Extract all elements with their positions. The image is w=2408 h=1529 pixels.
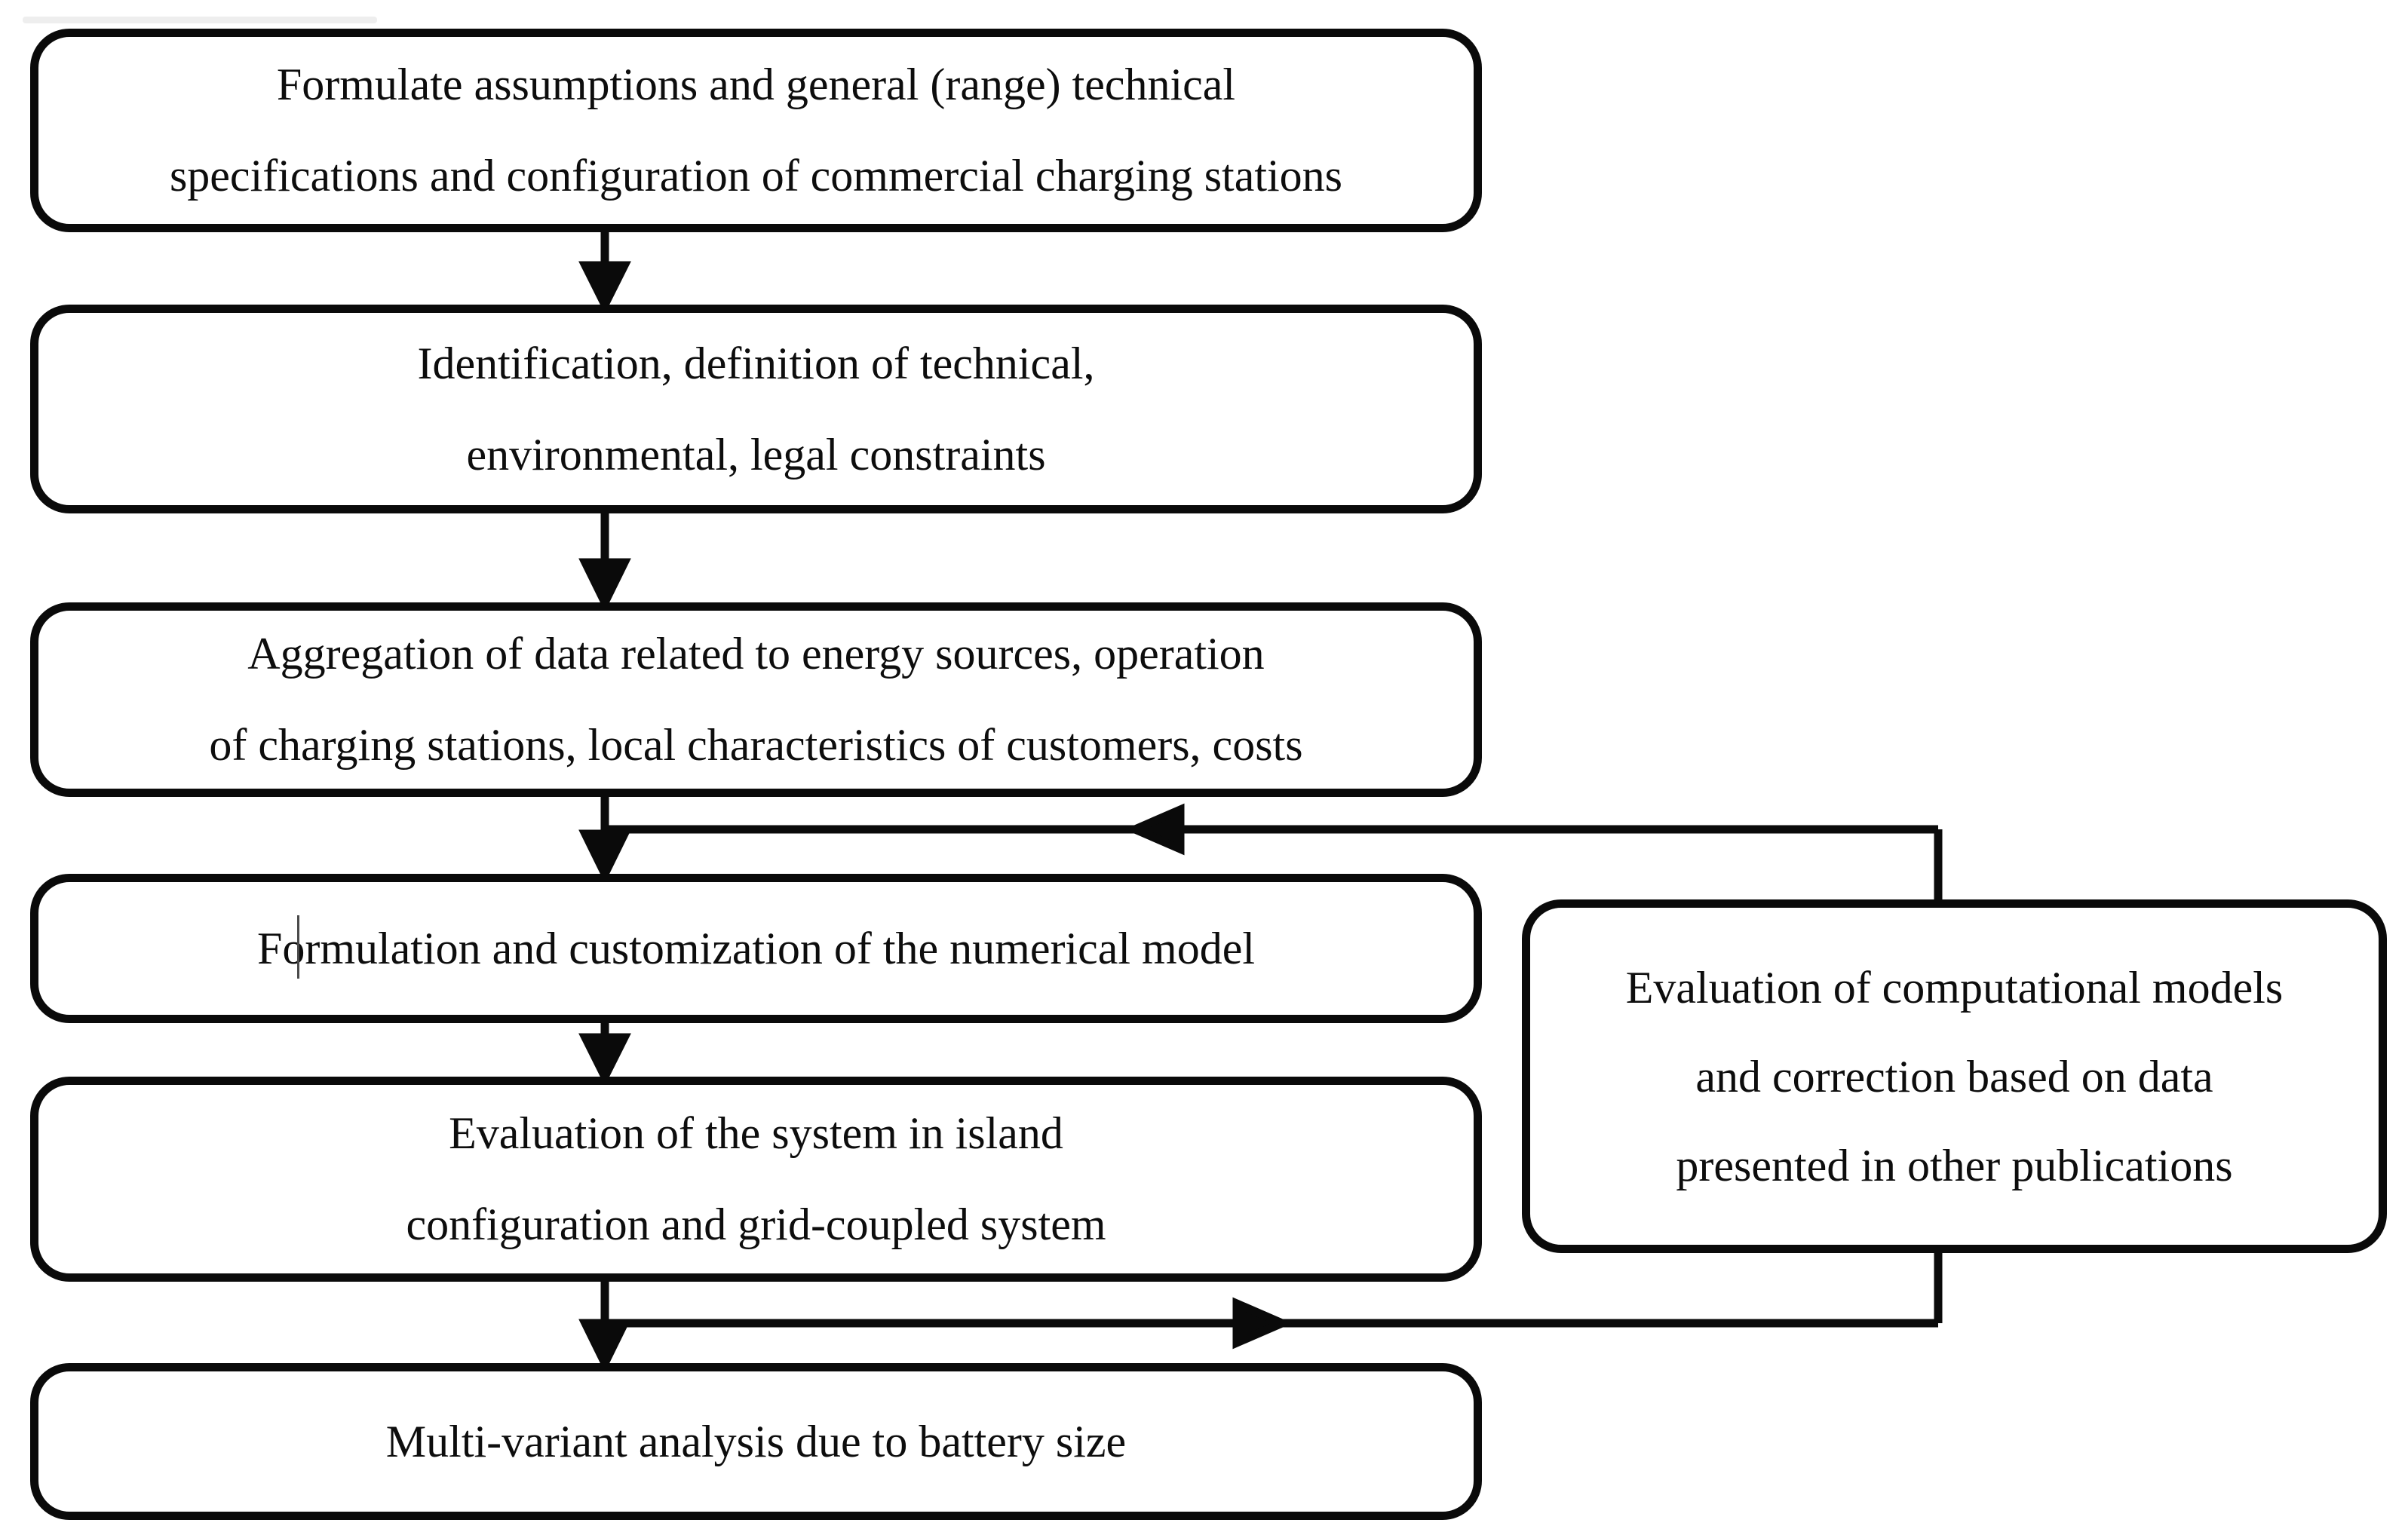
box-text-line: Formulate assumptions and general (range… — [276, 60, 1236, 109]
box-text-line: Evaluation of the system in island — [449, 1108, 1063, 1158]
flow-box-evaluation-system: Evaluation of the system in island confi… — [30, 1077, 1482, 1282]
box-text-line: of charging stations, local characterist… — [209, 720, 1303, 770]
box-text-line: specifications and configuration of comm… — [169, 151, 1343, 201]
box-text-line: Multi-variant analysis due to battery si… — [385, 1416, 1127, 1466]
box-text-line: presented in other publications — [1676, 1140, 2233, 1190]
flow-box-multi-variant-analysis: Multi-variant analysis due to battery si… — [30, 1363, 1482, 1520]
box-text-line: and correction based on data — [1695, 1051, 2213, 1102]
arrowhead-down-5-6 — [578, 1319, 631, 1373]
flow-box-identification-constraints: Identification, definition of technical,… — [30, 305, 1482, 513]
arrowhead-left-feedback — [1124, 803, 1185, 856]
box-text-line: environmental, legal constraints — [466, 429, 1046, 480]
flow-box-formulation-numerical-model: Formulation and customization of the num… — [30, 874, 1482, 1023]
box-text-line: Formulation and customization of the num… — [256, 923, 1256, 973]
box-text-line: Evaluation of computational models — [1625, 962, 2284, 1013]
box-text-line: Identification, definition of technical, — [417, 338, 1095, 388]
flow-box-formulate-assumptions: Formulate assumptions and general (range… — [30, 29, 1482, 232]
arrowhead-down-2-3 — [578, 558, 631, 612]
text-cursor-artifact — [297, 915, 299, 979]
flow-box-evaluation-computational-models: Evaluation of computational models and c… — [1522, 899, 2387, 1253]
arrowhead-down-3-4 — [578, 829, 631, 884]
arrowhead-right-branch — [1232, 1297, 1293, 1350]
flow-box-aggregation-data: Aggregation of data related to energy so… — [30, 602, 1482, 797]
arrowhead-down-1-2 — [578, 261, 631, 314]
arrowhead-down-4-5 — [578, 1033, 631, 1086]
box-text-line: configuration and grid-coupled system — [406, 1200, 1106, 1249]
box-text-line: Aggregation of data related to energy so… — [247, 629, 1265, 679]
scan-smudge-artifact — [23, 17, 377, 23]
